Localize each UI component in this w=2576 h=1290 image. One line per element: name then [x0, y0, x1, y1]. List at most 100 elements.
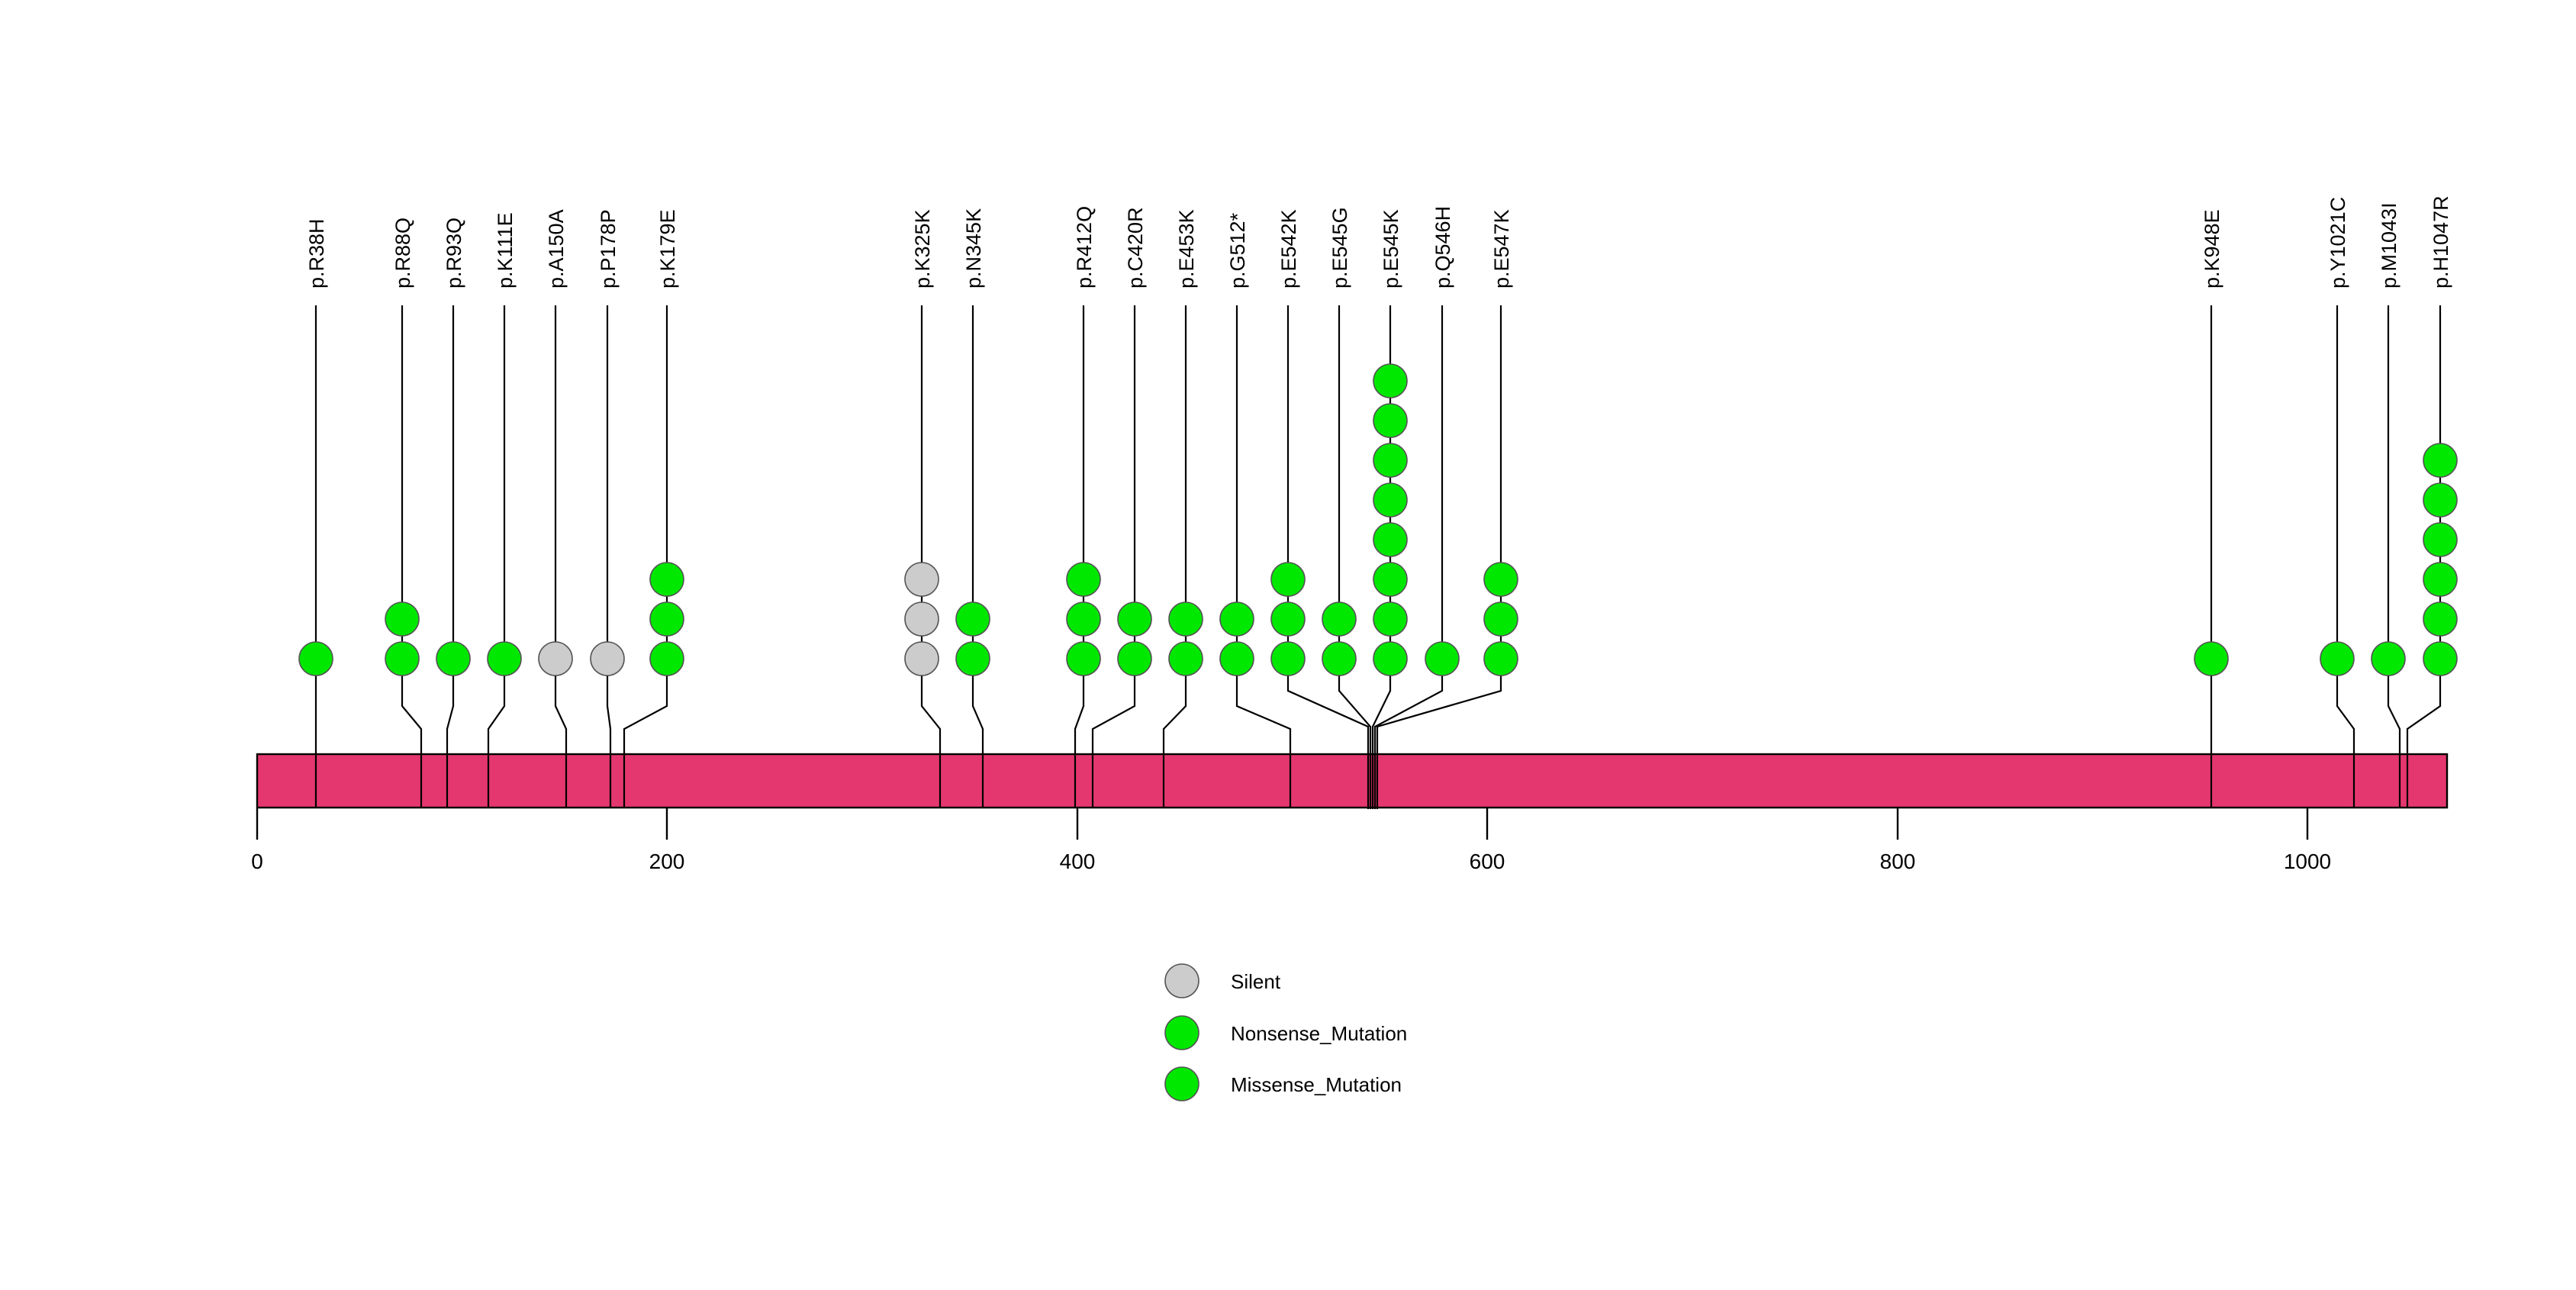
- mutation-label-p-r38h: p.R38H: [305, 218, 328, 289]
- mutation-marker[interactable]: [2423, 562, 2458, 597]
- mutation-label-p-n345k: p.N345K: [962, 208, 985, 289]
- mutation-marker[interactable]: [1219, 641, 1254, 676]
- mutation-marker[interactable]: [1373, 562, 1408, 597]
- legend-swatch-nonsense: [1164, 1015, 1199, 1050]
- mutation-marker[interactable]: [649, 641, 684, 676]
- mutation-marker[interactable]: [385, 601, 420, 637]
- mutation-marker[interactable]: [2423, 482, 2458, 518]
- mutation-marker[interactable]: [2423, 601, 2458, 637]
- mutation-marker[interactable]: [1168, 641, 1203, 676]
- mutation-marker[interactable]: [2423, 443, 2458, 478]
- x-tick-label-200: 200: [649, 850, 685, 873]
- stem-p-m1043i: [2387, 305, 2401, 754]
- mutation-marker[interactable]: [2320, 641, 2355, 676]
- mutation-marker[interactable]: [904, 601, 939, 637]
- mutation-labels: p.R38H p.R88Q p.R93Q p.K111E p.A150A p.P…: [305, 195, 2452, 289]
- stem-p-a150a: [554, 305, 568, 754]
- mutation-marker[interactable]: [2371, 641, 2406, 676]
- mutation-marker[interactable]: [385, 641, 420, 676]
- stem-p-k179e: [623, 305, 668, 754]
- mutation-marker[interactable]: [1117, 601, 1152, 637]
- mutation-marker[interactable]: [1373, 482, 1408, 518]
- legend-swatch-silent: [1164, 963, 1199, 998]
- mutation-marker[interactable]: [1066, 601, 1101, 637]
- mutation-marker[interactable]: [1066, 562, 1101, 597]
- mutation-label-p-k179e: p.K179E: [656, 209, 679, 289]
- mutation-label-p-k948e: p.K948E: [2201, 209, 2223, 289]
- x-tick-label-1000: 1000: [2284, 850, 2331, 873]
- stem-p-p178p: [606, 305, 612, 754]
- mutation-label-p-e545k: p.E545K: [1380, 209, 1402, 289]
- mutation-marker[interactable]: [1270, 601, 1306, 637]
- stem-p-c420r: [1091, 305, 1136, 754]
- mutation-label-p-q546h: p.Q546H: [1431, 206, 1454, 289]
- mutation-marker[interactable]: [955, 601, 990, 637]
- mutation-marker[interactable]: [1322, 641, 1357, 676]
- x-tick-label-600: 600: [1470, 850, 1505, 873]
- mutation-label-p-e453k: p.E453K: [1175, 209, 1198, 289]
- mutation-marker[interactable]: [1373, 601, 1408, 637]
- mutation-marker[interactable]: [590, 641, 625, 676]
- legend: Silent Nonsense_Mutation Missense_Mutati…: [1164, 963, 1407, 1101]
- stem-p-e453k: [1162, 305, 1187, 754]
- mutation-marker[interactable]: [1425, 641, 1460, 676]
- mutation-marker[interactable]: [2423, 641, 2458, 676]
- mutation-label-p-k111e: p.K111E: [494, 212, 517, 289]
- mutation-label-p-r93q: p.R93Q: [443, 218, 465, 289]
- mutation-marker[interactable]: [1373, 522, 1408, 557]
- mutation-marker[interactable]: [1373, 443, 1408, 478]
- mutation-marker[interactable]: [649, 562, 684, 597]
- x-axis-tick-labels: 0 200 400 600 800 1000: [251, 850, 2331, 873]
- mutation-marker[interactable]: [1322, 601, 1357, 637]
- mutation-label-p-m1043i: p.M1043I: [2378, 202, 2401, 289]
- stem-p-e542k: [1286, 305, 1370, 809]
- mutation-marker[interactable]: [1168, 601, 1203, 637]
- mutation-marker[interactable]: [2423, 522, 2458, 557]
- mutation-marker[interactable]: [1373, 363, 1408, 398]
- mutation-marker[interactable]: [1483, 641, 1518, 676]
- mutation-label-p-y1021c: p.Y1021C: [2326, 197, 2349, 289]
- mutation-marker[interactable]: [298, 641, 333, 676]
- mutation-markers: [298, 363, 2458, 676]
- stem-p-r88q: [401, 305, 423, 754]
- mutation-marker[interactable]: [1373, 641, 1408, 676]
- mutation-marker[interactable]: [1117, 641, 1152, 676]
- x-tick-label-0: 0: [251, 850, 263, 873]
- mutation-label-p-e547k: p.E547K: [1490, 209, 1513, 289]
- mutation-marker[interactable]: [904, 562, 939, 597]
- mutation-marker[interactable]: [1483, 562, 1518, 597]
- mutation-label-p-e545g: p.E545G: [1328, 207, 1351, 289]
- mutation-marker[interactable]: [1066, 641, 1101, 676]
- mutation-label-p-e542k: p.E542K: [1277, 209, 1300, 289]
- mutation-label-p-r88q: p.R88Q: [391, 218, 414, 289]
- legend-label-silent: Silent: [1231, 970, 1281, 993]
- mutation-label-p-p178p: p.P178P: [597, 209, 620, 289]
- mutation-marker[interactable]: [436, 641, 471, 676]
- mutation-marker[interactable]: [1270, 562, 1306, 597]
- mutation-marker[interactable]: [538, 641, 573, 676]
- legend-label-missense: Missense_Mutation: [1231, 1073, 1402, 1096]
- stem-p-r93q: [446, 305, 455, 754]
- mutation-label-p-a150a: p.A150A: [545, 209, 568, 289]
- mutation-marker[interactable]: [2194, 641, 2229, 676]
- stem-overlays: [314, 754, 2409, 808]
- mutation-label-p-h1047r: p.H1047R: [2429, 195, 2452, 289]
- x-tick-label-800: 800: [1880, 850, 1916, 873]
- mutation-marker[interactable]: [1483, 601, 1518, 637]
- stem-p-y1021c: [2336, 305, 2355, 754]
- mutation-marker[interactable]: [904, 641, 939, 676]
- mutation-marker[interactable]: [1219, 601, 1254, 637]
- stem-p-k325k: [920, 305, 942, 754]
- x-axis-ticks: [256, 808, 2309, 840]
- mutation-marker[interactable]: [1373, 403, 1408, 438]
- x-tick-label-400: 400: [1060, 850, 1096, 873]
- mutation-label-p-r412q: p.R412Q: [1073, 206, 1096, 289]
- mutation-marker[interactable]: [955, 641, 990, 676]
- mutation-marker[interactable]: [487, 641, 522, 676]
- stem-p-r412q: [1074, 305, 1085, 754]
- mutation-marker[interactable]: [1270, 641, 1306, 676]
- stem-p-e545g: [1338, 305, 1372, 809]
- mutation-marker[interactable]: [649, 601, 684, 637]
